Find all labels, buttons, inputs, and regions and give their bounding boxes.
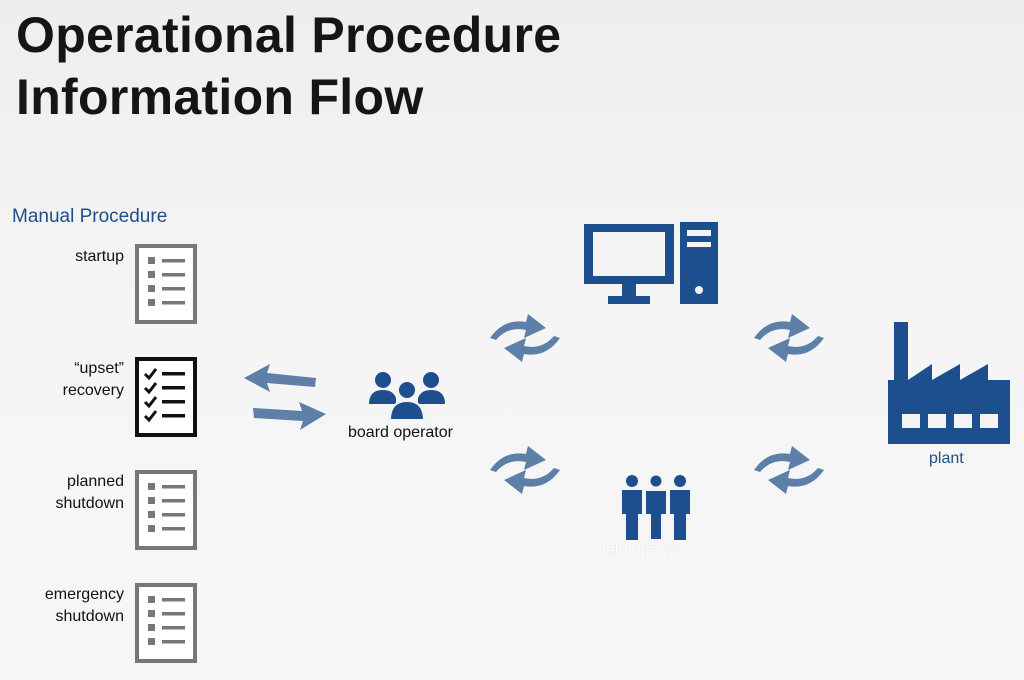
plant-label: plant <box>929 450 964 467</box>
field-operator-group-icon <box>618 474 694 540</box>
bidirectional-arrow-icon <box>240 360 330 436</box>
cycle-arrows-icon <box>486 446 564 494</box>
cycle-arrows-icon <box>750 446 828 494</box>
procedure-label-emergency-shutdown: emergency shutdown <box>44 586 124 625</box>
board-operator-group-icon <box>369 370 445 420</box>
manual-procedure-heading: Manual Procedure <box>12 206 168 227</box>
checklist-icon-startup <box>135 244 197 324</box>
title-line-1: Operational Procedure <box>16 7 562 63</box>
checklist-icon-planned-shutdown <box>135 470 197 550</box>
slide-title: Operational Procedure Information Flow <box>16 4 561 128</box>
cycle-arrows-icon <box>750 314 828 362</box>
procedure-label-startup: startup <box>75 248 124 265</box>
field-operator-label: field operator <box>598 542 692 559</box>
title-line-2: Information Flow <box>16 69 424 125</box>
checked-checklist-icon-upset-recovery <box>135 357 197 437</box>
board-operator-label: board operator <box>348 424 453 441</box>
factory-icon <box>888 322 1010 444</box>
cycle-arrows-icon <box>486 314 564 362</box>
computer-icon <box>584 222 722 306</box>
procedure-label-planned-shutdown: planned shutdown <box>55 473 125 512</box>
checklist-icon-emergency-shutdown <box>135 583 197 663</box>
procedure-label-upset-recovery: “upset” recovery <box>62 360 124 399</box>
